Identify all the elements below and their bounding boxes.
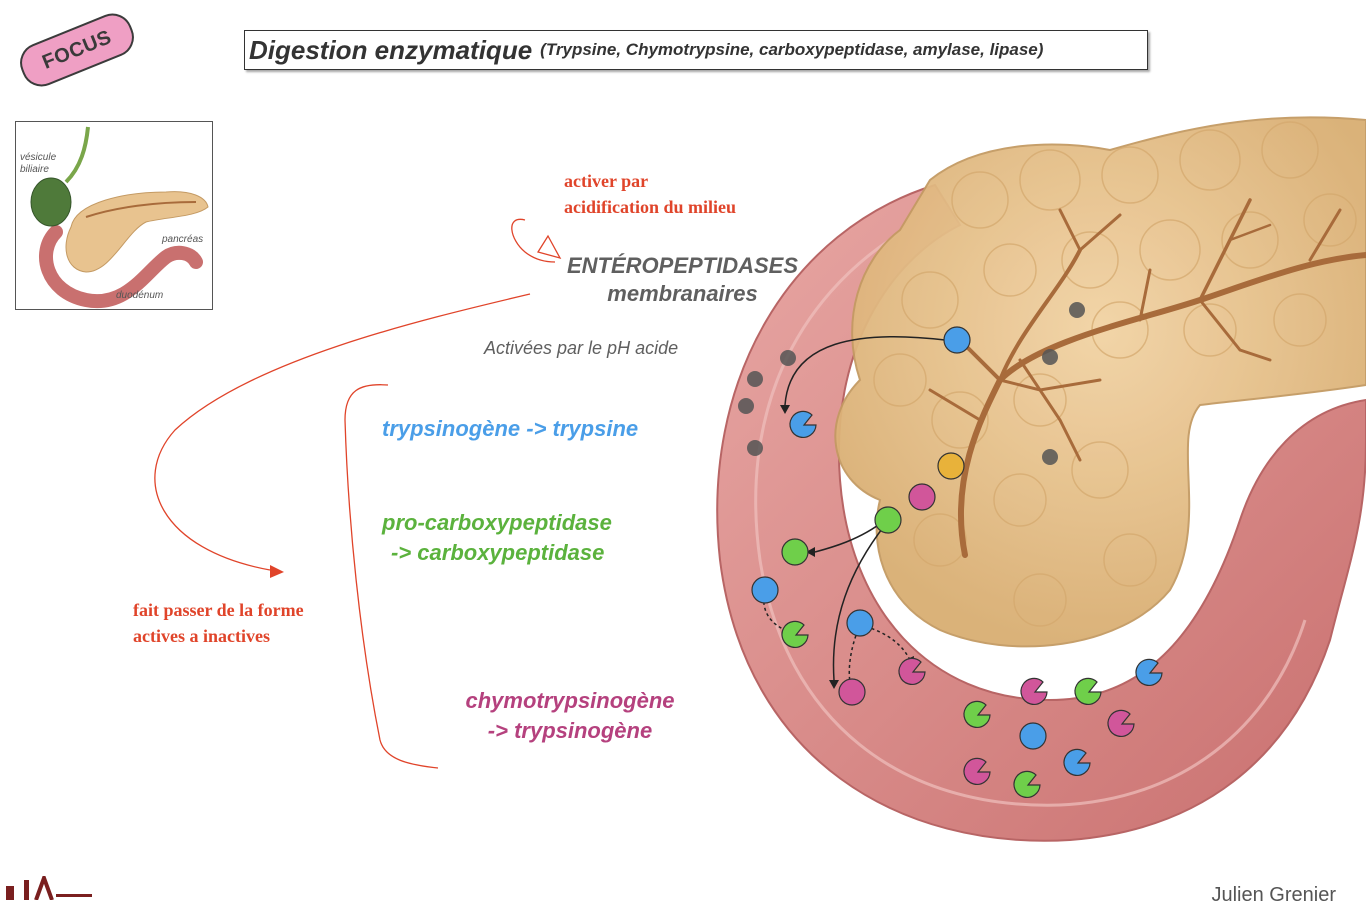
annotation-fait-passer: fait passer de la forme actives a inacti… <box>133 597 304 649</box>
enzyme-carboxy-line1: pro-carboxypeptidase <box>382 510 612 535</box>
pancreas <box>834 116 1366 648</box>
enzyme-chymo-line1: chymotrypsinogène <box>465 688 675 713</box>
red-annotation-strokes <box>154 218 562 769</box>
annotation-activer-line1: activer par <box>564 171 649 191</box>
footer-logo <box>6 876 92 900</box>
enteropeptidases-line1: ENTÉROPEPTIDASES <box>566 253 799 278</box>
title-main: Digestion enzymatique <box>249 34 533 65</box>
label-pancreas: pancréas <box>162 234 204 245</box>
anatomy-thumbnail: vésicule biliaire pancréas duodénum <box>15 121 213 310</box>
enteropeptidases-line2: membranaires <box>607 281 758 306</box>
label-vesicule: vésicule biliaire <box>20 152 57 175</box>
footer-author: Julien Grenier <box>1211 884 1336 906</box>
duodenum <box>716 183 1366 842</box>
page-title: Digestion enzymatique (Trypsine, Chymotr… <box>244 30 1148 70</box>
annotation-activer-line2: acidification du milieu <box>564 197 737 217</box>
annotation-activer: activer par acidification du milieu <box>564 168 736 220</box>
enzyme-carboxy-line2: -> carboxypeptidase <box>391 540 605 565</box>
enzyme-molecules <box>751 326 1047 750</box>
annotation-fait-line1: fait passer de la forme <box>133 600 304 620</box>
label-duodenum: duodénum <box>116 290 164 301</box>
enzyme-carboxypeptidase: pro-carboxypeptidase -> carboxypeptidase <box>382 508 612 568</box>
annotation-fait-line2: actives a inactives <box>133 626 270 646</box>
enzyme-trypsin: trypsinogène -> trypsine <box>382 416 639 441</box>
enzyme-chymotrypsin: chymotrypsinogène -> trypsinogène <box>450 686 690 746</box>
enzyme-chymo-line2: -> trypsinogène <box>487 718 653 743</box>
enteropeptidases-label: ENTÉROPEPTIDASES membranaires <box>545 252 820 308</box>
title-subtitle: (Trypsine, Chymotrypsine, carboxypeptida… <box>540 40 1044 59</box>
activees-label: Activées par le pH acide <box>484 338 679 358</box>
grey-particles <box>738 302 1085 465</box>
pancreatic-duct <box>928 198 1366 558</box>
